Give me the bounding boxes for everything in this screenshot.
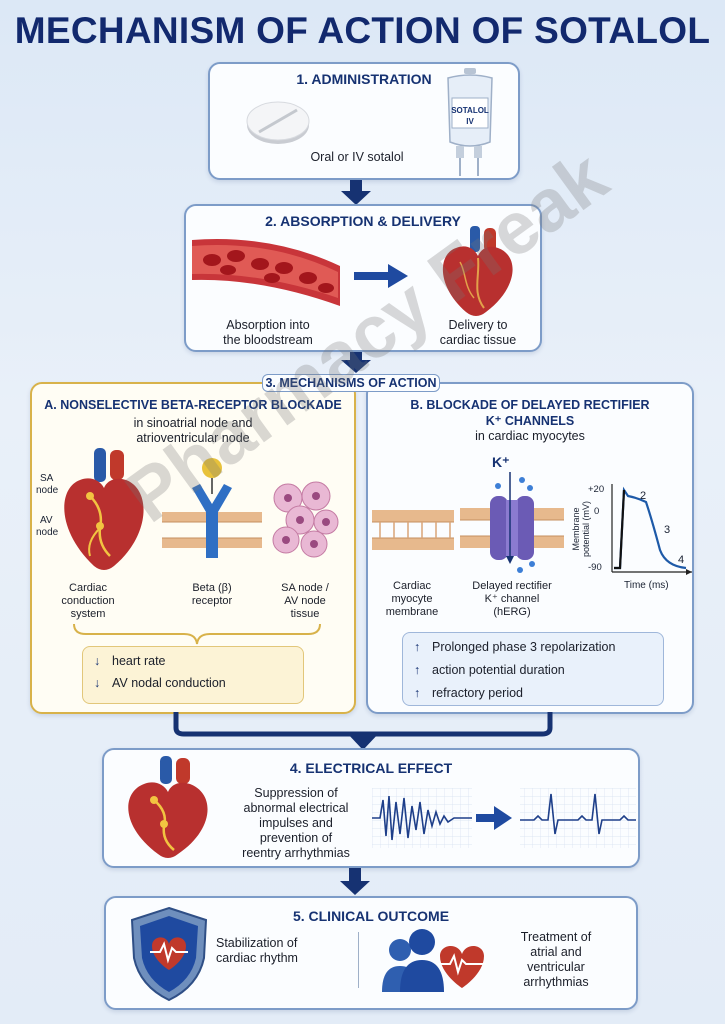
blood-vessel-icon (192, 239, 340, 306)
graph-tick-bot: -90 (588, 562, 602, 573)
potassium-ion-label: K⁺ (492, 454, 510, 470)
graph-tick-top: +20 (588, 484, 605, 495)
conduction-heart-icon (64, 448, 144, 570)
beta-receptor-icon (162, 458, 262, 558)
node-tissue-icon (272, 481, 339, 558)
step5-right-3: ventricular (527, 960, 585, 974)
cap-receptor-1: Beta (β) (192, 582, 232, 594)
mechanism-b-effects (402, 632, 664, 706)
iv-bag-label-2: IV (466, 117, 474, 126)
cap-heart-3: system (70, 608, 106, 620)
step4-line-5: reentry arrhythmias (242, 846, 350, 860)
step5-left-2: cardiac rhythm (216, 951, 298, 965)
step4-header: 4. ELECTRICAL EFFECT (289, 760, 453, 776)
step2-header: 2. ABSORPTION & DELIVERY (265, 213, 461, 229)
cap-channel-1: Delayed rectifier (472, 580, 552, 592)
graph-y-title: Membrane potential (mV) (564, 490, 591, 570)
graph-tick-mid: 0 (594, 506, 600, 517)
step2-left-caption-2: the bloodstream (223, 333, 313, 347)
action-potential-graph (611, 484, 692, 575)
step4-line-4: prevention of (259, 831, 333, 845)
mechanism-a-sub-1: in sinoatrial node and (133, 416, 253, 430)
effect-b-2: ↑action potential duration (414, 663, 565, 677)
arrow-down-icon (341, 352, 371, 373)
heart-icon (442, 226, 513, 316)
mechanism-a-effects (82, 646, 304, 704)
phase-3-label: 3 (664, 524, 671, 536)
cap-tissue-2: AV node (284, 595, 326, 607)
page-title: MECHANISM OF ACTION OF SOTALOL (14, 10, 711, 51)
av-node-label-2: node (36, 527, 59, 538)
shield-heart-icon (130, 906, 208, 1002)
cap-membrane-3: membrane (385, 606, 439, 618)
cap-channel-2: K⁺ channel (484, 593, 540, 605)
cap-membrane-2: myocyte (391, 593, 433, 605)
cap-heart-2: conduction (61, 595, 115, 607)
step2-right-caption-2: cardiac tissue (439, 333, 517, 347)
step5-header: 5. CLINICAL OUTCOME (292, 908, 450, 924)
sa-node-label-1: SA (40, 473, 54, 484)
av-node-label-1: AV (40, 515, 53, 526)
step3-header: 3. MECHANISMS OF ACTION (262, 374, 440, 392)
step5-box: 5. CLINICAL OUTCOME Stabilization of car… (104, 896, 638, 1010)
sa-node-label-2: node (36, 485, 59, 496)
step2-box: 2. ABSORPTION & DELIVERY Absorption into… (184, 204, 542, 352)
arrow-down-icon (340, 868, 370, 895)
cap-channel-3: (hERG) (493, 606, 531, 618)
mechanism-a-sub-2: atrioventricular node (136, 431, 250, 445)
step4-line-3: impulses and (259, 816, 333, 830)
step1-caption: Oral or IV sotalol (310, 150, 404, 164)
step4-box: 4. ELECTRICAL EFFECT Suppression of abno… (102, 748, 640, 868)
cap-receptor-2: receptor (191, 595, 233, 607)
step5-divider (358, 932, 359, 988)
brace-connector (73, 623, 321, 645)
step5-right-2: atrial and (530, 945, 582, 959)
cap-tissue-3: tissue (290, 608, 320, 620)
mechanism-b-title-2: K⁺ CHANNELS (485, 414, 575, 428)
cap-heart-1: Cardiac (69, 582, 107, 594)
step2-right-caption-1: Delivery to (448, 318, 508, 332)
myocyte-membrane-icon (372, 510, 454, 550)
step1-box: 1. ADMINISTRATION Oral or IV sotalol SOT… (208, 62, 520, 180)
graph-x-title: Time (ms) (624, 580, 669, 591)
step1-header: 1. ADMINISTRATION (296, 71, 432, 87)
effect-b-1: ↑Prolonged phase 3 repolarization (414, 640, 616, 654)
iv-bag-label-1: SOTALOL (451, 106, 489, 115)
mechanism-b-sub: in cardiac myocytes (475, 429, 585, 443)
mechanism-b-title-1: B. BLOCKADE OF DELAYED RECTIFIER (410, 398, 650, 412)
cap-tissue-1: SA node / (281, 582, 329, 594)
mechanism-a-title: A. NONSELECTIVE BETA-RECEPTOR BLOCKADE (44, 398, 342, 412)
iv-bag-icon (447, 68, 493, 176)
graph-y-title-2: potential (mV) (581, 500, 591, 558)
step4-line-1: Suppression of (254, 786, 338, 800)
effect-b-3: ↑refractory period (414, 686, 524, 700)
cap-membrane-1: Cardiac (393, 580, 431, 592)
phase-4-label: 4 (678, 554, 685, 566)
effect-a-2: ↓AV nodal conduction (94, 676, 226, 690)
step4-line-2: abnormal electrical (243, 801, 349, 815)
ecg-arrhythmia-icon (372, 788, 636, 848)
arrow-down-icon (341, 180, 371, 205)
step2-left-caption-1: Absorption into (226, 318, 310, 332)
phase-2-label: 2 (640, 490, 647, 502)
step5-right-1: Treatment of (520, 930, 592, 944)
arrow-right-icon (354, 264, 408, 288)
conduction-heart-icon (128, 756, 208, 858)
effect-a-1: ↓heart rate (94, 654, 166, 668)
tablet-icon (246, 101, 310, 144)
step5-left-1: Stabilization of (216, 936, 298, 950)
potassium-channel-icon (460, 472, 564, 573)
patients-heart-icon (382, 929, 486, 992)
mechanism-a-box: A. NONSELECTIVE BETA-RECEPTOR BLOCKADE i… (30, 382, 356, 714)
merge-connector (173, 712, 553, 750)
step5-right-4: arrhythmias (523, 975, 589, 989)
graph-y-title-1: Membrane (571, 507, 581, 551)
mechanism-b-box: B. BLOCKADE OF DELAYED RECTIFIER K⁺ CHAN… (366, 382, 694, 714)
